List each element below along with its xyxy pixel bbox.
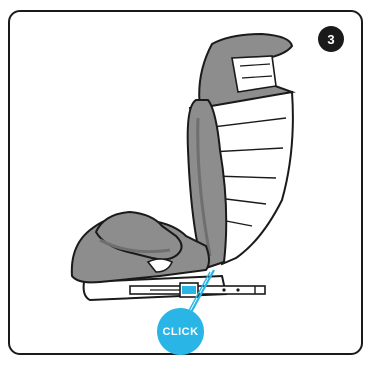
step-number-badge: 3 [318,26,344,52]
click-indicator-icon: CLICK [157,308,204,355]
